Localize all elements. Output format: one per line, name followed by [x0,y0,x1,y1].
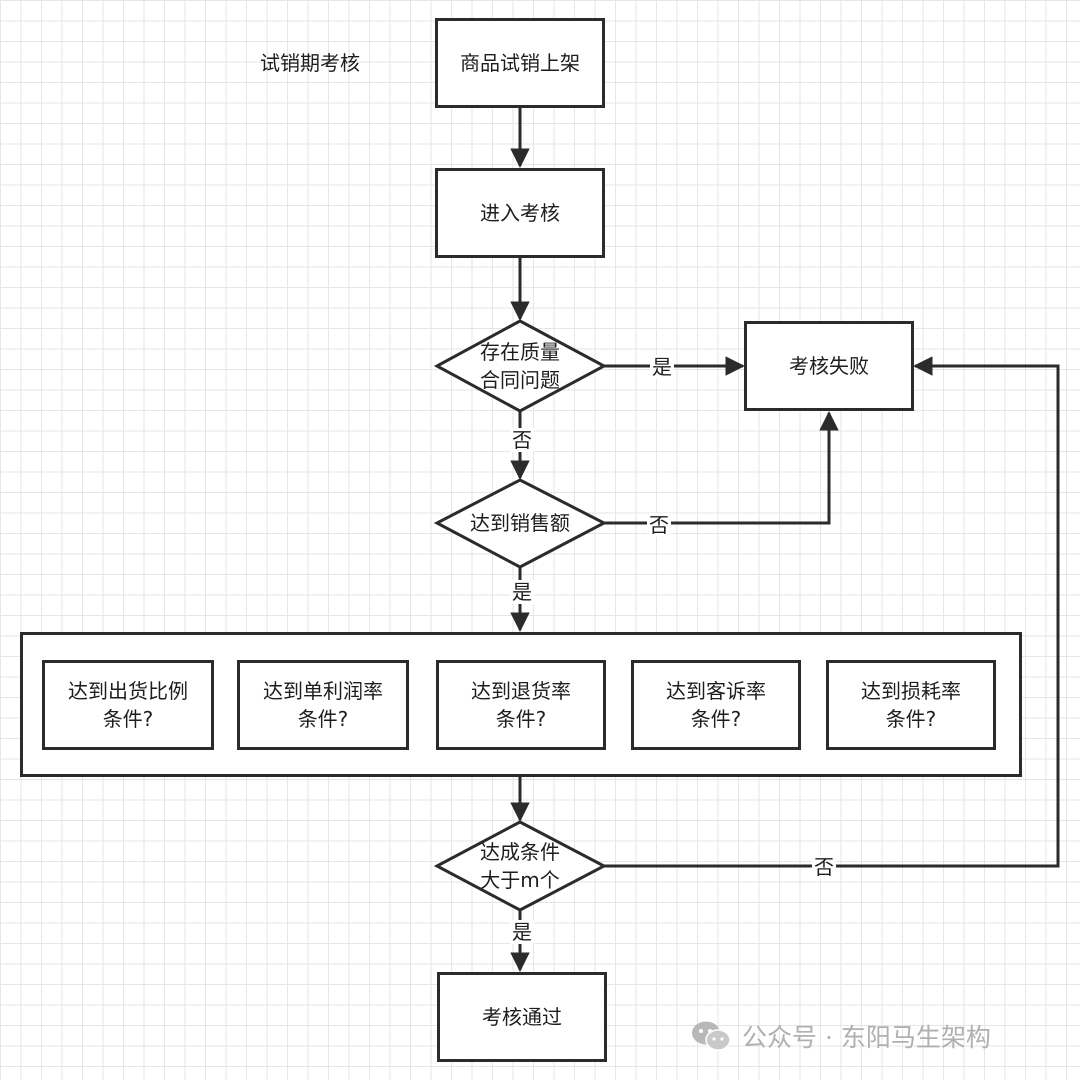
node-listing[interactable]: 商品试销上架 [435,18,605,108]
node-pass[interactable]: 考核通过 [437,972,607,1062]
edge-label-sales-yes: 是 [510,580,534,604]
node-cond-complaint[interactable]: 达到客诉率 条件? [631,660,801,750]
edge-label-quality-yes: 是 [650,355,674,379]
edge-label-conditions-yes: 是 [510,920,534,944]
edge-label-sales-no: 否 [647,513,671,537]
watermark: 公众号 · 东阳马生架构 [690,1018,991,1054]
watermark-text: 公众号 · 东阳马生架构 [742,1023,991,1052]
diamond-sales-label: 达到销售额 [470,511,570,535]
node-cond-profit[interactable]: 达到单利润率 条件? [237,660,409,750]
node-fail[interactable]: 考核失败 [744,321,914,411]
diamond-conditions-label: 达成条件 大于m个 [480,840,560,892]
diamond-quality-label: 存在质量 合同问题 [480,340,560,392]
wechat-icon [692,1021,731,1051]
edge-label-quality-no: 否 [510,428,534,452]
arrow-conditions-no-to-fail [604,356,1060,868]
arrow-sales-no-to-fail [604,411,839,525]
section-label: 试销期考核 [260,51,360,75]
edge-label-conditions-no: 否 [812,855,836,879]
node-cond-shipping[interactable]: 达到出货比例 条件? [42,660,214,750]
node-enter-review[interactable]: 进入考核 [435,168,605,258]
node-cond-return[interactable]: 达到退货率 条件? [436,660,606,750]
node-cond-loss[interactable]: 达到损耗率 条件? [826,660,996,750]
